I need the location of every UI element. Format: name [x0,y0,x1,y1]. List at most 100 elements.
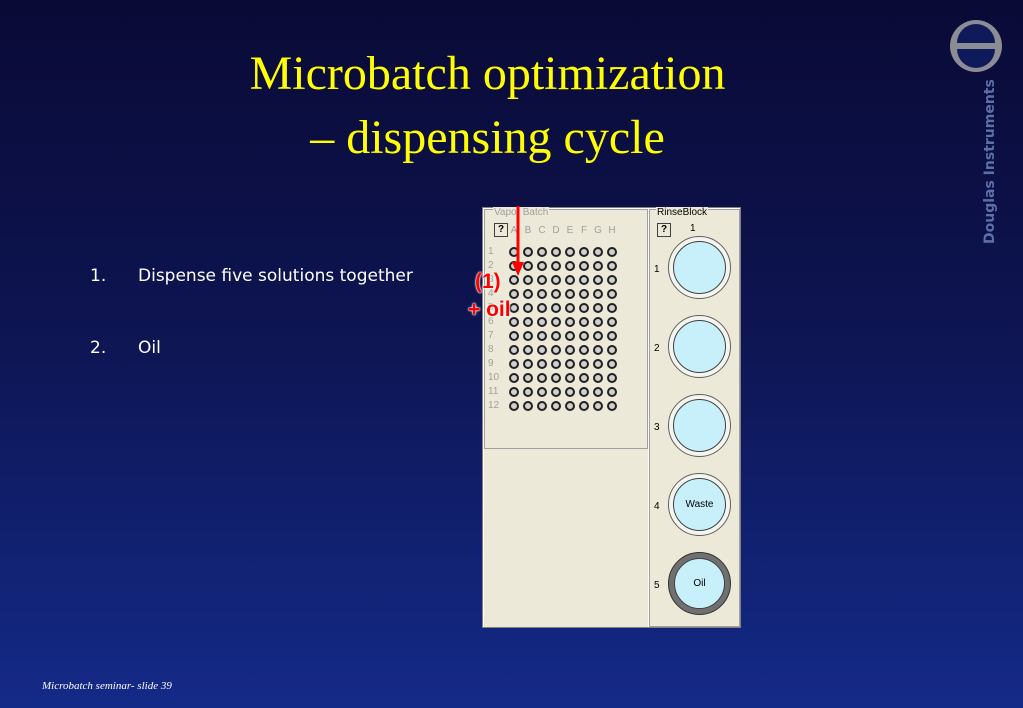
plate-well[interactable] [551,401,561,411]
plate-well[interactable] [551,289,561,299]
plate-well[interactable] [523,317,533,327]
plate-well[interactable] [607,317,617,327]
plate-well[interactable] [593,387,603,397]
plate-well[interactable] [607,387,617,397]
plate-well[interactable] [579,261,589,271]
plate-well[interactable] [579,373,589,383]
plate-well[interactable] [537,275,547,285]
plate-well[interactable] [509,289,519,299]
plate-well[interactable] [607,303,617,313]
plate-well[interactable] [551,261,561,271]
plate-well[interactable] [537,359,547,369]
plate-well[interactable] [523,247,533,257]
plate-well[interactable] [509,401,519,411]
plate-well[interactable] [607,401,617,411]
plate-well[interactable] [607,345,617,355]
plate-well[interactable] [537,401,547,411]
plate-well[interactable] [509,387,519,397]
plate-well[interactable] [607,289,617,299]
plate-well[interactable] [509,261,519,271]
plate-well[interactable] [523,289,533,299]
plate-well[interactable] [593,303,603,313]
plate-well[interactable] [607,359,617,369]
plate-well[interactable] [579,275,589,285]
plate-well[interactable] [607,373,617,383]
plate-well[interactable] [593,359,603,369]
plate-well[interactable] [509,275,519,285]
plate-well[interactable] [593,373,603,383]
plate-well[interactable] [537,373,547,383]
plate-well[interactable] [551,331,561,341]
plate-well[interactable] [551,275,561,285]
plate-well[interactable] [509,247,519,257]
plate-well[interactable] [509,331,519,341]
plate-well[interactable] [593,345,603,355]
plate-well[interactable] [523,373,533,383]
plate-well[interactable] [523,359,533,369]
plate-well[interactable] [565,261,575,271]
reservoir-1[interactable] [668,236,731,299]
plate-well[interactable] [593,261,603,271]
rinse-help-button[interactable]: ? [657,223,671,237]
plate-well[interactable] [593,289,603,299]
plate-well[interactable] [537,247,547,257]
plate-well[interactable] [607,247,617,257]
plate-well[interactable] [565,303,575,313]
reservoir-4-waste[interactable]: Waste [668,473,731,536]
plate-well[interactable] [607,331,617,341]
plate-well[interactable] [537,289,547,299]
plate-well[interactable] [537,345,547,355]
plate-well[interactable] [607,275,617,285]
plate-well[interactable] [593,401,603,411]
plate-well[interactable] [593,275,603,285]
plate-well[interactable] [579,303,589,313]
reservoir-2[interactable] [668,315,731,378]
plate-well[interactable] [593,247,603,257]
plate-well[interactable] [593,331,603,341]
plate-well[interactable] [509,373,519,383]
plate-well[interactable] [523,387,533,397]
plate-well[interactable] [551,317,561,327]
plate-well[interactable] [523,303,533,313]
plate-well[interactable] [565,345,575,355]
plate-well[interactable] [565,401,575,411]
plate-well[interactable] [523,345,533,355]
plate-well[interactable] [551,359,561,369]
plate-well[interactable] [565,289,575,299]
plate-well[interactable] [579,387,589,397]
plate-well[interactable] [523,401,533,411]
plate-well[interactable] [579,331,589,341]
plate-well[interactable] [565,247,575,257]
plate-well[interactable] [579,247,589,257]
reservoir-5-oil[interactable]: Oil [668,552,731,615]
plate-well[interactable] [607,261,617,271]
reservoir-3[interactable] [668,394,731,457]
plate-well[interactable] [565,317,575,327]
plate-well[interactable] [579,317,589,327]
plate-well[interactable] [565,275,575,285]
plate-well[interactable] [579,359,589,369]
plate-well[interactable] [523,261,533,271]
plate-well[interactable] [593,317,603,327]
plate-well[interactable] [537,317,547,327]
plate-well[interactable] [565,359,575,369]
plate-well[interactable] [537,261,547,271]
plate-well[interactable] [565,387,575,397]
plate-well[interactable] [551,247,561,257]
plate-help-button[interactable]: ? [494,223,508,237]
plate-well[interactable] [537,387,547,397]
plate-well[interactable] [579,401,589,411]
plate-well[interactable] [579,289,589,299]
plate-well[interactable] [537,331,547,341]
plate-well[interactable] [523,331,533,341]
plate-well[interactable] [509,317,519,327]
plate-well[interactable] [509,345,519,355]
plate-well[interactable] [551,387,561,397]
plate-well[interactable] [509,359,519,369]
plate-well[interactable] [509,303,519,313]
plate-well[interactable] [565,331,575,341]
plate-well[interactable] [537,303,547,313]
plate-well[interactable] [551,373,561,383]
plate-well[interactable] [565,373,575,383]
plate-well[interactable] [551,345,561,355]
